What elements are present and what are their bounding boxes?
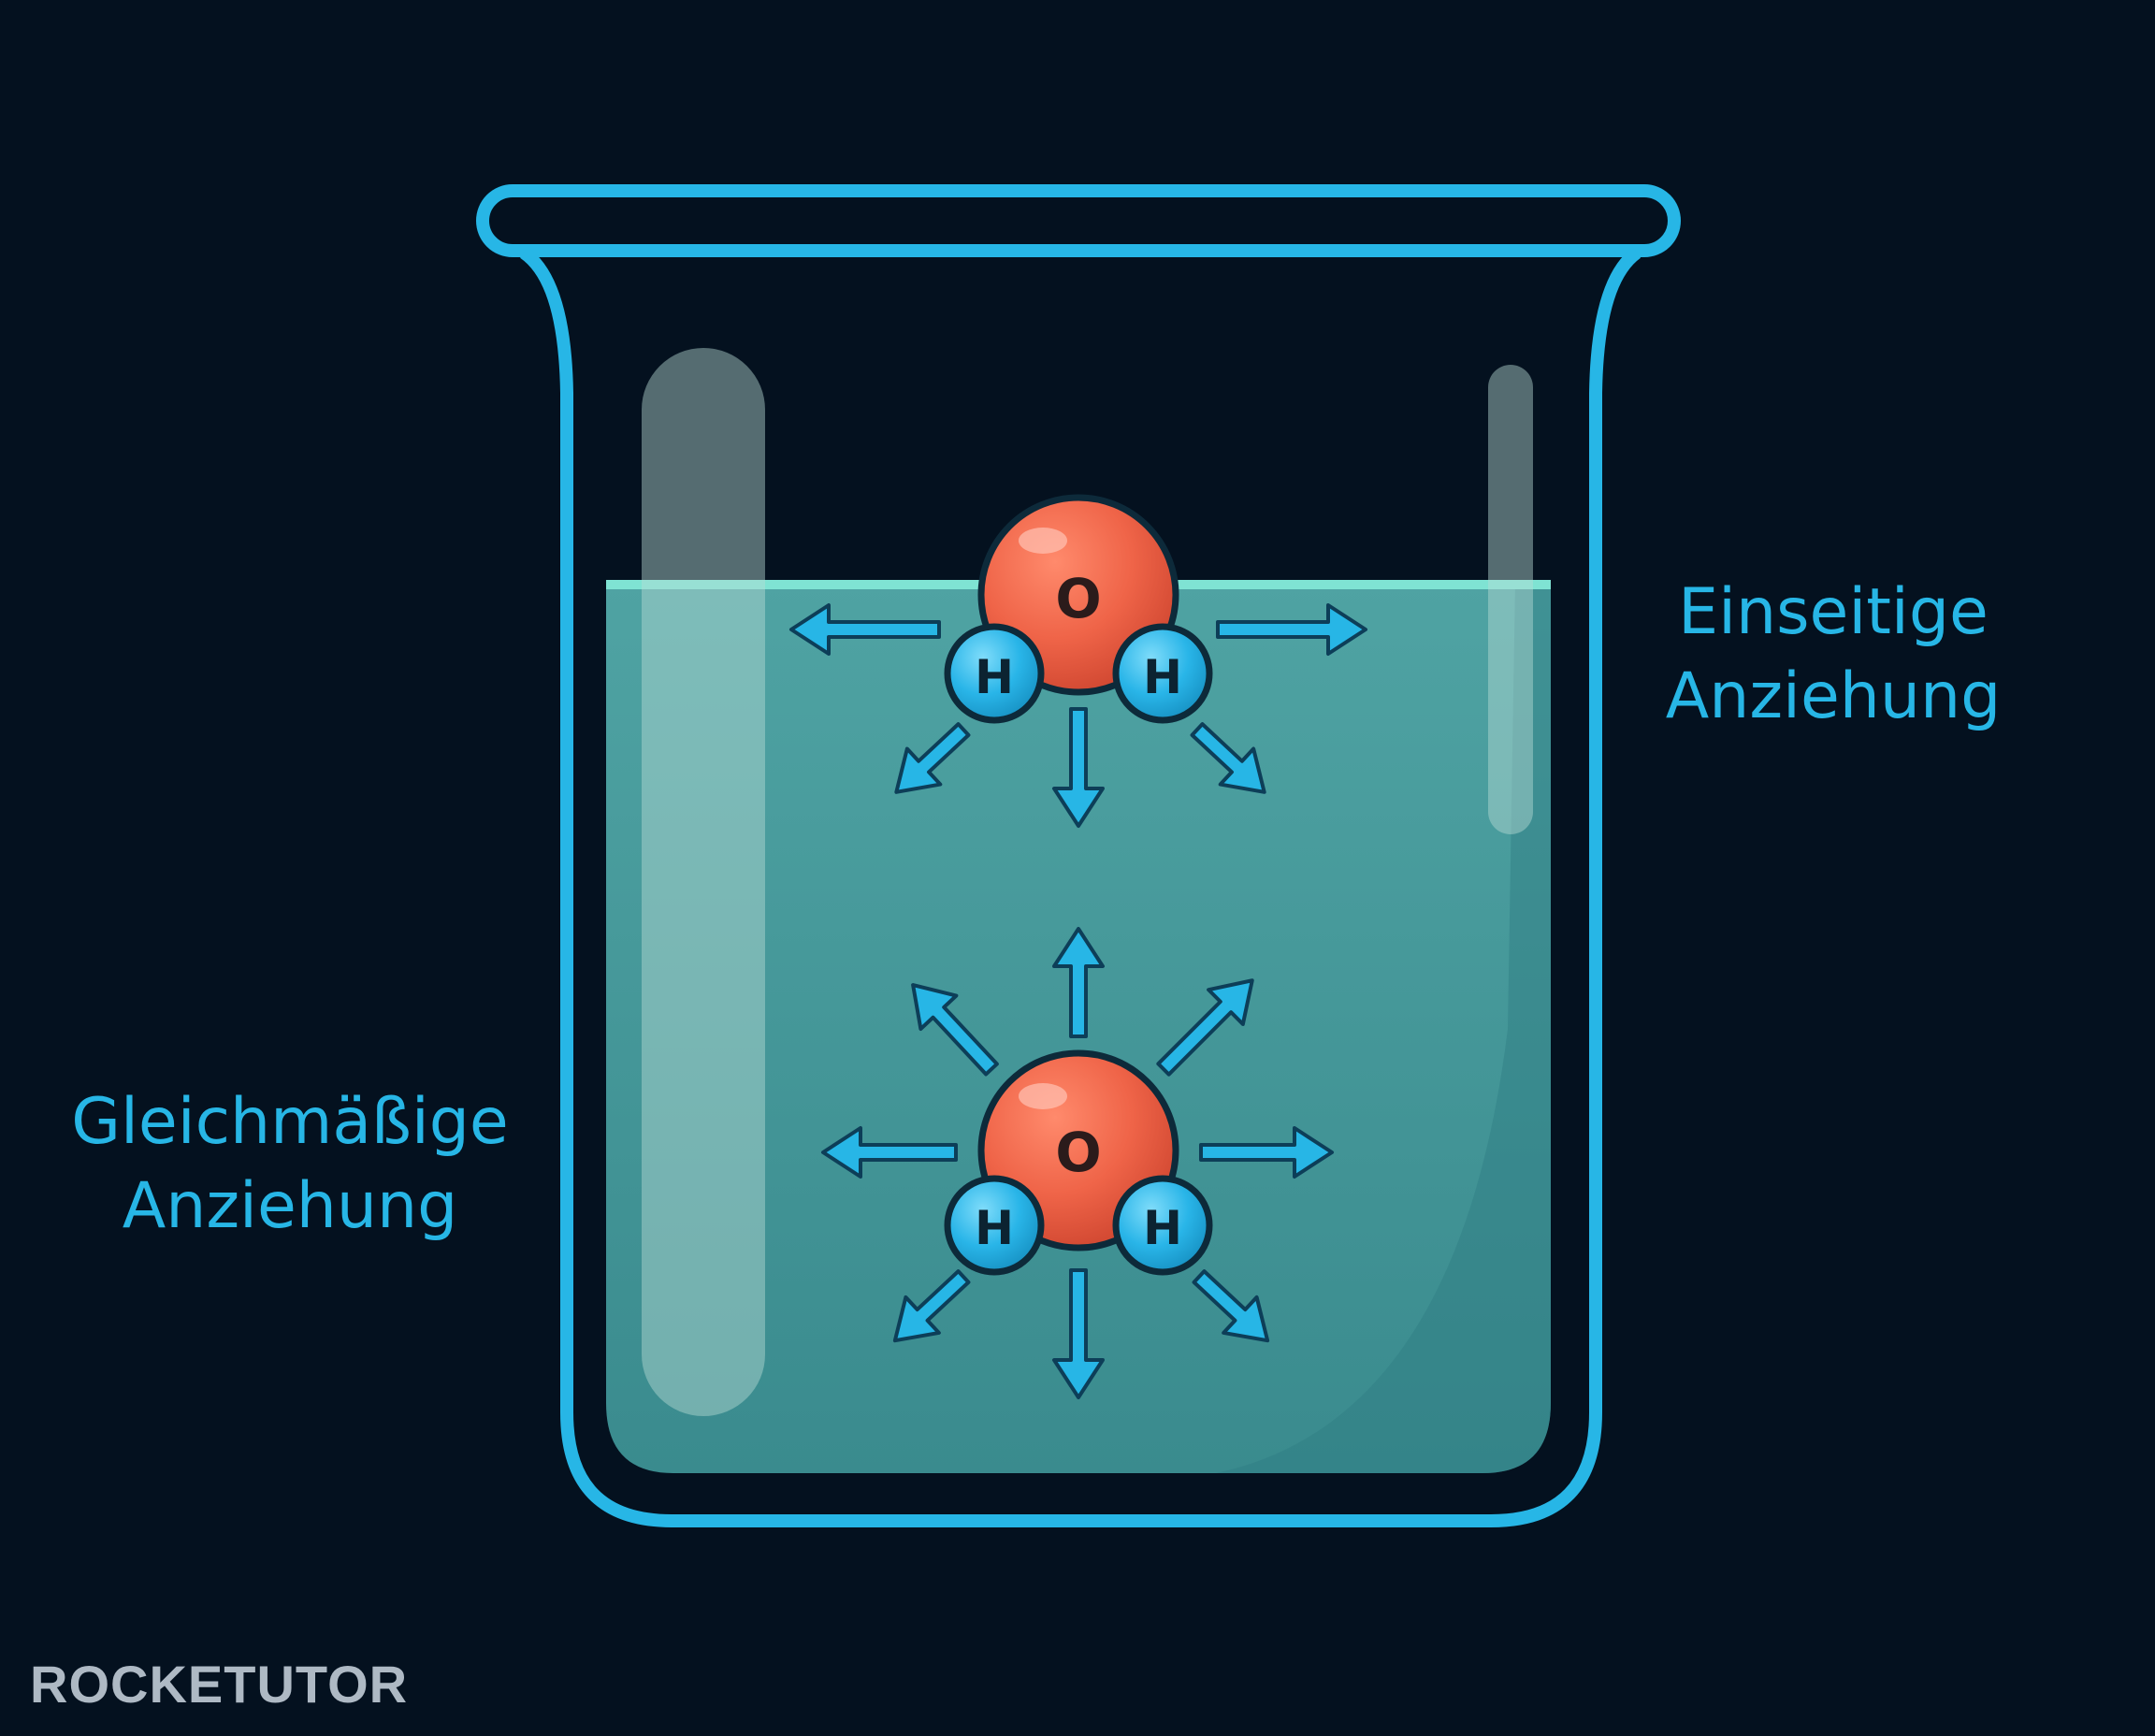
arrow-right-icon <box>1199 1126 1334 1179</box>
hydrogen-atom-left-icon <box>944 1175 1045 1276</box>
hydrogen-symbol-right: H <box>1143 650 1182 704</box>
beaker-wall <box>519 247 1642 1527</box>
arrow-up-right-icon <box>1156 978 1254 1077</box>
hydrogen-atom-right-icon <box>1112 1175 1213 1276</box>
water-shadow <box>1216 582 1551 1473</box>
label-line: Einseitige <box>1678 575 1989 649</box>
label-line: Anziehung <box>122 1169 458 1243</box>
arrow-down-left-icon <box>892 1269 971 1343</box>
hydrogen-atom-right-icon <box>1112 623 1213 724</box>
atom-shine <box>1019 1083 1067 1109</box>
oxygen-symbol: O <box>1055 567 1101 630</box>
glass-highlight-right <box>1488 365 1533 834</box>
label-line: Gleichmäßige <box>71 1085 509 1159</box>
label-one-sided-attraction: Einseitige Anziehung <box>1599 571 2067 739</box>
arrow-up-icon <box>1052 927 1105 1038</box>
hydrogen-symbol-right: H <box>1143 1201 1182 1255</box>
arrow-left-icon <box>821 1126 958 1179</box>
arrow-down-left-icon <box>894 722 971 794</box>
arrow-down-icon <box>1052 707 1105 828</box>
hydrogen-symbol-left: H <box>975 650 1014 704</box>
arrow-down-right-icon <box>1192 1269 1270 1343</box>
bulk-water-molecule: O H H <box>944 1049 1213 1276</box>
surface-force-arrows <box>789 603 1367 828</box>
arrow-left-icon <box>789 603 941 656</box>
hydrogen-atom-left-icon <box>944 623 1045 724</box>
arrow-down-right-icon <box>1190 722 1266 794</box>
hydrogen-symbol-left: H <box>975 1201 1014 1255</box>
surface-water-molecule: O H H <box>944 494 1213 724</box>
arrow-right-icon <box>1216 603 1367 656</box>
glass-highlight-left <box>642 348 765 1416</box>
arrow-down-icon <box>1052 1268 1105 1399</box>
oxygen-symbol: O <box>1055 1121 1101 1184</box>
atom-shine <box>1019 528 1067 554</box>
beaker-rim <box>476 184 1681 257</box>
bulk-force-arrows <box>821 927 1334 1399</box>
label-line: Anziehung <box>1665 659 2002 733</box>
label-uniform-attraction: Gleichmäßige Anziehung <box>19 1080 561 1249</box>
brand-logo: ROCKETUTOR <box>30 1655 409 1714</box>
arrow-up-left-icon <box>911 983 999 1077</box>
